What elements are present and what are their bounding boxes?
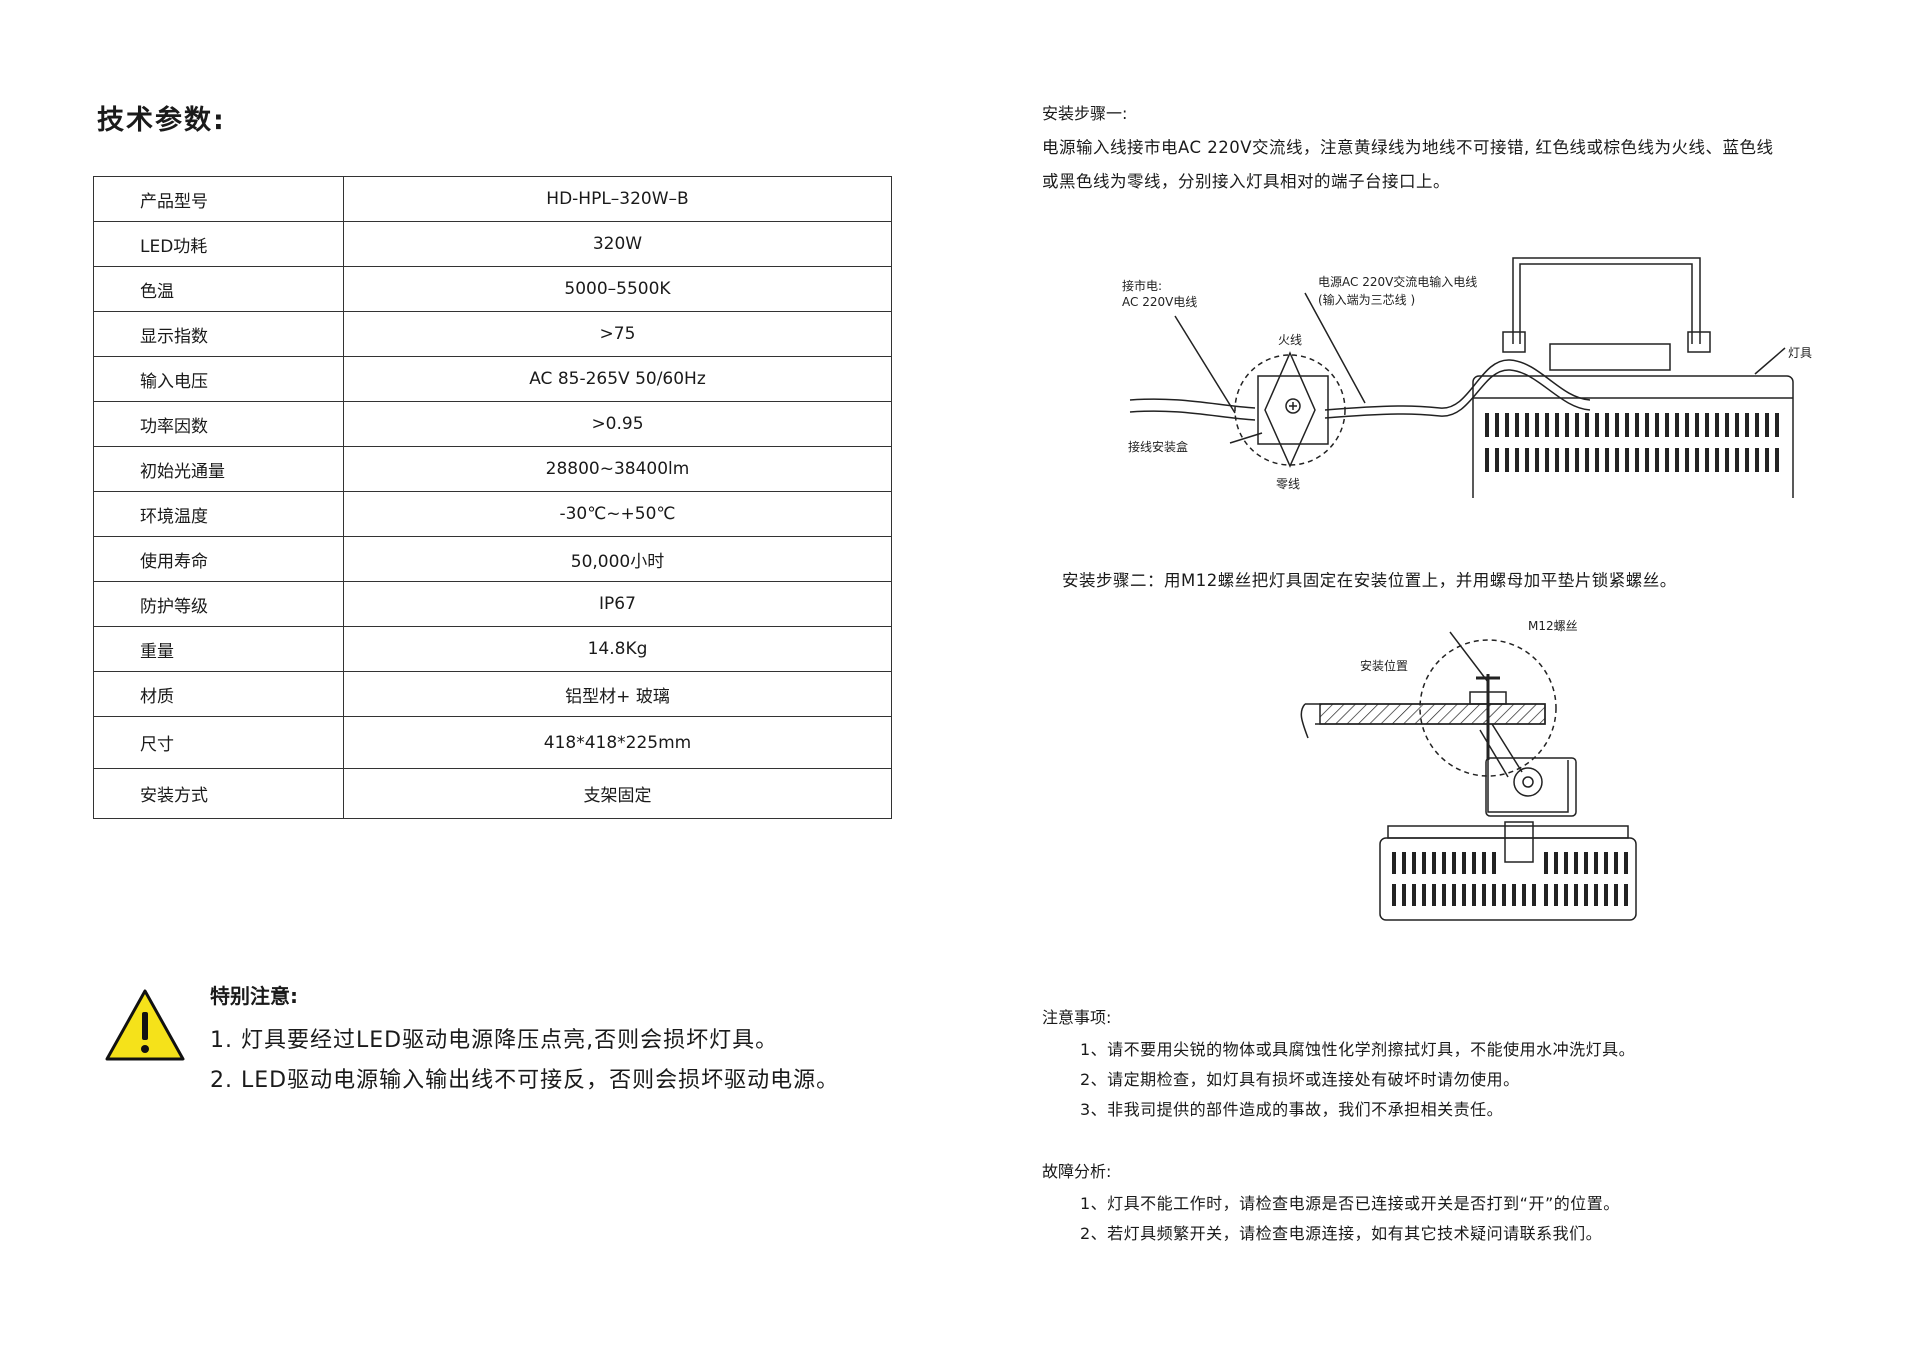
step1-text: 或黑色线为零线，分别接入灯具相对的端子台接口上。 xyxy=(1042,172,1450,191)
table-row: 环境温度-30℃~+50℃ xyxy=(93,491,892,537)
input-cable-label: (输入端为三芯线 ) xyxy=(1318,292,1415,307)
spec-label: 尺寸 xyxy=(93,716,344,769)
notes-title: 注意事项: xyxy=(1042,1008,1112,1027)
spec-value: 320W xyxy=(343,221,892,267)
spec-value: 5000–5500K xyxy=(343,266,892,312)
warning-line: 2. LED驱动电源输入输出线不可接反，否则会损坏驱动电源。 xyxy=(210,1068,840,1093)
note-item: 3、非我司提供的部件造成的事故，我们不承担相关责任。 xyxy=(1080,1100,1504,1119)
mains-label: AC 220V电线 xyxy=(1122,295,1197,309)
spec-value: 418*418*225mm xyxy=(343,716,892,769)
spec-value: 支架固定 xyxy=(343,768,892,819)
screw-label: M12螺丝 xyxy=(1528,619,1578,633)
spec-value: 50,000小时 xyxy=(343,536,892,582)
junction-box-label: 接线安装盒 xyxy=(1128,439,1188,454)
mount-position-label: 安装位置 xyxy=(1360,658,1408,673)
spec-value: AC 85-265V 50/60Hz xyxy=(343,356,892,402)
neutral-wire-label: 零线 xyxy=(1276,477,1300,491)
fault-item: 1、灯具不能工作时，请检查电源是否已连接或开关是否打到“开”的位置。 xyxy=(1080,1194,1620,1213)
table-row: 功率因数>0.95 xyxy=(93,401,892,447)
spec-label: 重量 xyxy=(93,626,344,672)
fixture-label: 灯具 xyxy=(1788,346,1812,360)
spec-value: 14.8Kg xyxy=(343,626,892,672)
mounting-diagram: M12螺丝 安装位置 xyxy=(1300,619,1637,921)
step1-title: 安装步骤一: xyxy=(1042,104,1128,123)
spec-label: 防护等级 xyxy=(93,581,344,627)
table-row: 显示指数>75 xyxy=(93,311,892,357)
wiring-diagram: 接市电: AC 220V电线 电源AC 220V交流电输入电线 (输入端为三芯线… xyxy=(1122,257,1812,498)
spec-value: 28800~38400lm xyxy=(343,446,892,492)
spec-label: 环境温度 xyxy=(93,491,344,537)
mains-label: 接市电: xyxy=(1122,278,1162,293)
note-item: 2、请定期检查，如灯具有损坏或连接处有破坏时请勿使用。 xyxy=(1080,1070,1520,1089)
spec-value: -30℃~+50℃ xyxy=(343,491,892,537)
spec-label: 色温 xyxy=(93,266,344,312)
live-wire-label: 火线 xyxy=(1278,333,1302,347)
spec-label: 使用寿命 xyxy=(93,536,344,582)
table-row: 材质铝型材+ 玻璃 xyxy=(93,671,892,717)
step2-text: 安装步骤二：用M12螺丝把灯具固定在安装位置上，并用螺母加平垫片锁紧螺丝。 xyxy=(1062,571,1677,590)
note-item: 1、请不要用尖锐的物体或具腐蚀性化学剂擦拭灯具，不能使用水冲洗灯具。 xyxy=(1080,1040,1636,1059)
spec-label: 安装方式 xyxy=(93,768,344,819)
spec-value: HD-HPL–320W–B xyxy=(343,176,892,222)
spec-label: LED功耗 xyxy=(93,221,344,267)
warning-triangle-icon xyxy=(105,989,185,1061)
spec-label: 初始光通量 xyxy=(93,446,344,492)
spec-label: 输入电压 xyxy=(93,356,344,402)
spec-label: 显示指数 xyxy=(93,311,344,357)
spec-value: IP67 xyxy=(343,581,892,627)
fault-title: 故障分析: xyxy=(1042,1162,1112,1181)
table-row: 安装方式支架固定 xyxy=(93,768,892,819)
warning-title: 特别注意: xyxy=(210,984,298,1008)
fault-item: 2、若灯具频繁开关，请检查电源连接，如有其它技术疑问请联系我们。 xyxy=(1080,1224,1603,1243)
spec-label: 产品型号 xyxy=(93,176,344,222)
spec-value: >0.95 xyxy=(343,401,892,447)
spec-value: >75 xyxy=(343,311,892,357)
step1-text: 电源输入线接市电AC 220V交流线，注意黄绿线为地线不可接错, 红色线或棕色线… xyxy=(1042,138,1774,157)
spec-label: 材质 xyxy=(93,671,344,717)
warning-line: 1. 灯具要经过LED驱动电源降压点亮,否则会损坏灯具。 xyxy=(210,1028,779,1053)
spec-heading: 技术参数: xyxy=(97,105,226,136)
spec-value: 铝型材+ 玻璃 xyxy=(343,671,892,717)
input-cable-label: 电源AC 220V交流电输入电线 xyxy=(1318,274,1477,289)
spec-label: 功率因数 xyxy=(93,401,344,447)
